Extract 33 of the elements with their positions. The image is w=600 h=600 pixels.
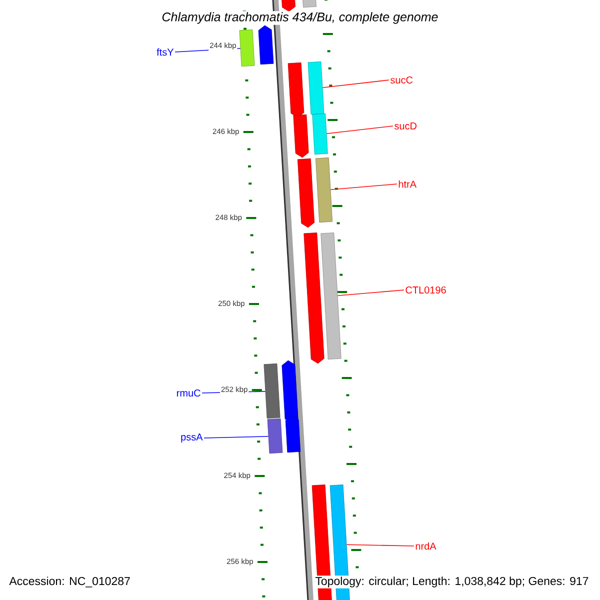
gene-block <box>258 25 274 65</box>
gene-block <box>288 62 304 118</box>
gene-block <box>297 158 315 228</box>
gene-block <box>285 415 301 453</box>
title: Chlamydia trachomatis 434/Bu, complete genome <box>160 11 440 25</box>
topology-text: Topology: circular; Length: 1,038,842 bp; Genes: 917 <box>314 576 590 588</box>
gene-block <box>264 363 280 419</box>
gene-block <box>302 0 316 8</box>
gene-block <box>304 232 324 364</box>
gene-block <box>239 29 255 67</box>
leader-line <box>326 126 394 134</box>
gene-label: htrA <box>398 180 417 188</box>
accession-text: Accession: NC_010287 <box>8 576 132 588</box>
gene-block <box>315 157 333 223</box>
gene-label: sucD <box>394 122 416 130</box>
gene-block <box>282 360 298 420</box>
leader-line <box>204 436 269 438</box>
leader-line <box>330 184 398 190</box>
gene-block <box>308 61 324 115</box>
gene-label: CTL0196 <box>406 286 446 294</box>
gene-label: rmuC <box>177 389 200 397</box>
gene-block <box>320 232 342 360</box>
gene-label: sucC <box>390 76 413 84</box>
leader-line <box>337 290 404 296</box>
gene-block <box>312 113 328 155</box>
gene-block <box>280 0 296 12</box>
gene-label: nrdA <box>416 542 436 550</box>
leader-line <box>346 544 414 546</box>
leader-line <box>322 80 390 88</box>
gene-block <box>267 418 283 454</box>
gene-label: ftsY <box>156 48 174 56</box>
gene-block <box>293 114 309 158</box>
gene-label: pssA <box>181 434 203 442</box>
